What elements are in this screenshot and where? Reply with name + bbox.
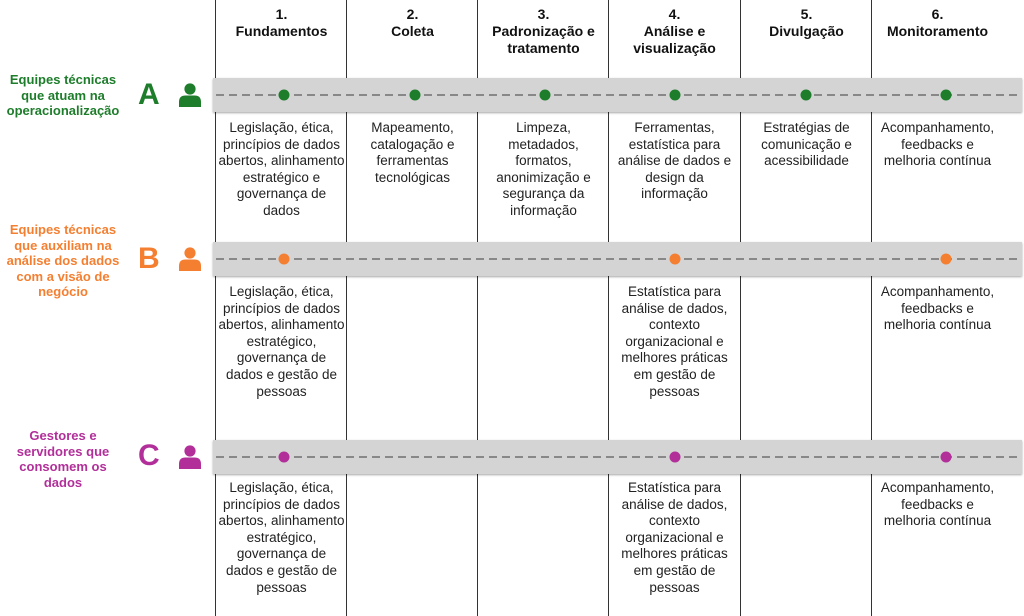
person-icon xyxy=(179,247,201,271)
group-b-letter: B xyxy=(138,242,160,275)
column-header-fundamentos: 1. Fundamentos xyxy=(216,6,347,40)
column-number: 2. xyxy=(406,6,419,22)
column-title: Divulgação xyxy=(769,23,844,39)
group-a-stage-2-dot xyxy=(409,89,421,101)
group-b-stage-1-dot xyxy=(278,253,290,265)
group-b-cell-analise: Estatística para análise de dados, conte… xyxy=(621,284,728,399)
group-b-cell-monitoramento: Acompanhamento, feedbacks e melhoria con… xyxy=(880,284,995,333)
column-title: Monitoramento xyxy=(886,23,989,39)
person-icon xyxy=(179,83,201,107)
column-divider xyxy=(871,0,872,616)
group-a-letter: A xyxy=(138,78,160,111)
column-divider xyxy=(740,0,741,616)
group-a-timeline xyxy=(213,78,1022,112)
group-a-stage-5-dot xyxy=(800,89,812,101)
group-a-timeline-track xyxy=(216,89,1019,101)
column-title: Coleta xyxy=(391,23,434,39)
group-b-stage-6-dot xyxy=(940,253,952,265)
column-divider xyxy=(477,0,478,616)
column-divider xyxy=(346,0,347,616)
column-title: Padronização e tratamento xyxy=(492,23,595,56)
column-number: 1. xyxy=(275,6,288,22)
column-divider xyxy=(608,0,609,616)
group-c-cell-monitoramento: Acompanhamento, feedbacks e melhoria con… xyxy=(880,480,995,529)
group-a-cell-monitoramento: Acompanhamento, feedbacks e melhoria con… xyxy=(880,120,995,169)
group-b-label: Equipes técnicas que auxiliam na análise… xyxy=(6,222,120,299)
column-number: 4. xyxy=(668,6,681,22)
group-a-stage-1-dot xyxy=(278,89,290,101)
group-b-timeline-track xyxy=(216,253,1019,265)
group-a-stage-6-dot xyxy=(940,89,952,101)
group-c-label: Gestores e servidores que consomem os da… xyxy=(16,428,110,490)
column-header-coleta: 2. Coleta xyxy=(347,6,478,40)
group-c-cell-analise: Estatística para análise de dados, conte… xyxy=(621,480,728,595)
column-title: Fundamentos xyxy=(235,23,328,39)
group-c-letter: C xyxy=(138,439,160,472)
group-c-cell-fundamentos: Legislação, ética, princípios de dados a… xyxy=(218,480,345,595)
group-c-timeline xyxy=(213,440,1022,474)
group-a-stage-3-dot xyxy=(539,89,551,101)
column-header-divulgacao: 5. Divulgação xyxy=(741,6,872,40)
group-b-timeline xyxy=(213,242,1022,276)
group-a-cell-analise: Ferramentas, estatística para análise de… xyxy=(617,120,732,202)
column-number: 3. xyxy=(537,6,550,22)
group-a-cell-padronizacao: Limpeza, metadados, formatos, anonimizaç… xyxy=(496,120,591,218)
group-a-cell-fundamentos: Legislação, ética, princípios de dados a… xyxy=(218,120,345,218)
column-number: 6. xyxy=(931,6,944,22)
group-b-cell-fundamentos: Legislação, ética, princípios de dados a… xyxy=(218,284,345,399)
person-icon xyxy=(179,445,201,469)
group-b-stage-4-dot xyxy=(669,253,681,265)
group-a-label: Equipes técnicas que atuam na operaciona… xyxy=(6,72,120,118)
group-a-stage-4-dot xyxy=(669,89,681,101)
group-c-timeline-track xyxy=(216,451,1019,463)
column-header-padronizacao: 3. Padronização e tratamento xyxy=(478,6,609,57)
column-title: Análise e visualização xyxy=(633,23,716,56)
group-a-cell-divulgacao: Estratégias de comunicação e acessibilid… xyxy=(761,120,852,169)
column-header-analise: 4. Análise e visualização xyxy=(609,6,740,57)
column-header-monitoramento: 6. Monitoramento xyxy=(872,6,1003,40)
column-divider xyxy=(215,0,216,616)
column-number: 5. xyxy=(800,6,813,22)
group-c-stage-4-dot xyxy=(669,451,681,463)
group-a-cell-coleta: Mapeamento, catalogação e ferramentas te… xyxy=(370,120,455,185)
group-c-stage-1-dot xyxy=(278,451,290,463)
group-c-stage-6-dot xyxy=(940,451,952,463)
